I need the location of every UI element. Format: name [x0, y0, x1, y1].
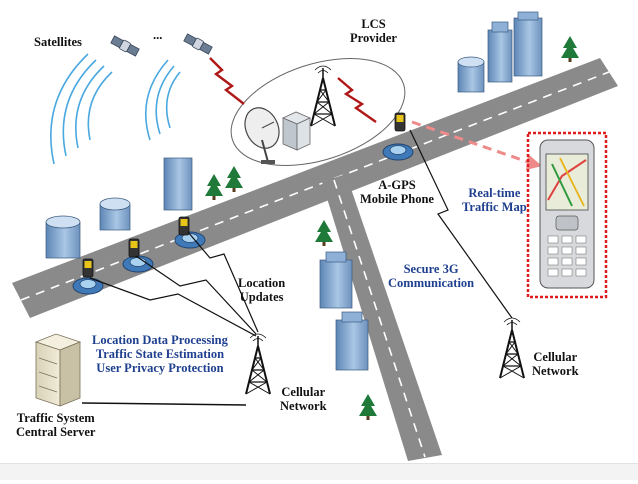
building-icon: [163, 157, 193, 211]
building-icon: [513, 11, 543, 77]
building-icon: [335, 311, 369, 371]
location-updates-line1: Location: [238, 276, 286, 290]
cell-tower-icon: [310, 65, 336, 127]
secure-3g-communication-label: Secure 3G Communication: [388, 262, 474, 290]
traffic-system-central-server-label: Traffic System Central Server: [16, 411, 95, 439]
processing-line2: Traffic State Estimation: [95, 347, 225, 361]
server-icon: [282, 111, 311, 151]
agps-mobile-phone-label: A-GPS Mobile Phone: [360, 178, 434, 206]
satellite-icon: [183, 33, 213, 55]
tree-icon: [359, 394, 377, 420]
building-icon: [487, 21, 513, 83]
building-icon: [319, 251, 353, 309]
processing-functions-label: Location Data Processing Traffic State E…: [92, 333, 228, 375]
cellular-network-center-label: Cellular Network: [280, 385, 327, 413]
tree-icon: [205, 174, 223, 200]
location-updates-label: Location Updates: [238, 276, 285, 304]
lcs-provider-line2: Provider: [350, 31, 397, 45]
cell-tower-icon: [499, 317, 525, 379]
secure-line1: Secure 3G: [403, 262, 459, 276]
realtime-line2: Traffic Map: [462, 200, 527, 214]
building-icon: [457, 56, 485, 93]
lcs-provider-line1: LCS: [361, 17, 386, 31]
tree-icon: [561, 36, 579, 62]
handheld-map-phone-icon: [539, 139, 595, 289]
tree-icon: [315, 220, 333, 246]
server-line1: Traffic System: [16, 411, 95, 425]
satellite-signal-waves: [50, 53, 181, 165]
footer-strip: [0, 463, 638, 480]
agps-line1: A-GPS: [378, 178, 416, 192]
cellular-right-line1: Cellular: [533, 350, 578, 364]
realtime-traffic-map-label: Real-time Traffic Map: [462, 186, 527, 214]
satellites-ellipsis: ...: [153, 28, 163, 42]
road-network: [12, 58, 618, 461]
tree-icon: [225, 166, 243, 192]
car-icon: [72, 277, 104, 295]
cellular-center-line1: Cellular: [281, 385, 326, 399]
lcs-provider-label: LCS Provider: [350, 17, 397, 45]
realtime-line1: Real-time: [468, 186, 521, 200]
mobile-phone-icon: [178, 216, 190, 236]
satellites-label: Satellites: [34, 35, 82, 49]
server-tower-link: [81, 402, 247, 406]
server-line2: Central Server: [16, 425, 96, 439]
location-update-links: [89, 231, 259, 337]
cell-tower-icon: [245, 333, 271, 395]
satellite-dish-icon: [244, 107, 280, 164]
building-icon: [45, 215, 81, 259]
cellular-center-line2: Network: [280, 399, 327, 413]
car-icon: [382, 143, 414, 161]
mobile-phone-icon: [82, 258, 94, 278]
lightning-link-icon: [209, 57, 377, 123]
traffic-map-highlight-box: [526, 131, 608, 299]
cellular-network-right-label: Cellular Network: [532, 350, 579, 378]
realtime-map-arrow: [411, 120, 529, 164]
lcs-provider-zone: [230, 58, 406, 166]
building-icon: [99, 197, 131, 231]
satellite-icon: [110, 35, 140, 57]
mobile-phone-icon: [394, 112, 406, 132]
processing-line3: User Privacy Protection: [96, 361, 224, 375]
cellular-right-line2: Network: [532, 364, 579, 378]
mobile-phone-icon: [128, 238, 140, 258]
secure-line2: Communication: [388, 276, 475, 290]
secure-3g-link: [409, 129, 513, 319]
agps-line2: Mobile Phone: [360, 192, 434, 206]
server-icon: [34, 333, 82, 407]
processing-line1: Location Data Processing: [92, 333, 228, 347]
location-updates-line2: Updates: [239, 290, 284, 304]
